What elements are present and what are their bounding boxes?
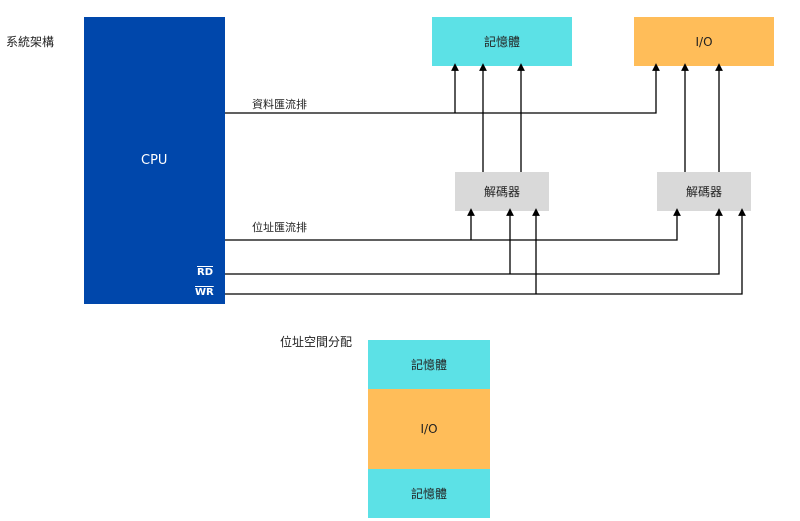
memory-decoder-label: 解碼器 (483, 185, 520, 199)
cpu-label: CPU (141, 153, 168, 168)
rd-line (225, 208, 723, 275)
wr-line (225, 208, 746, 295)
address-map-io: I/O (368, 389, 490, 469)
io-decoder-label: 解碼器 (685, 185, 722, 199)
data-bus-label: 資料匯流排 (252, 98, 307, 111)
cpu-block: CPU RD WR (84, 17, 225, 304)
address-bus-line (225, 208, 681, 241)
memory-block: 記憶體 (432, 17, 572, 66)
wr-signal-label: WR (195, 287, 214, 298)
memory-decoder: 解碼器 (455, 172, 549, 211)
address-map-memory-lower-label: 記憶體 (410, 487, 447, 501)
io-block: I/O (634, 17, 774, 66)
io-label: I/O (695, 34, 713, 49)
data-bus-line (225, 63, 660, 114)
address-map-memory-lower: 記憶體 (368, 469, 490, 518)
memory-label: 記憶體 (483, 35, 520, 49)
rd-signal-label: RD (197, 267, 214, 278)
address-bus-label: 位址匯流排 (252, 221, 307, 234)
address-map-title: 位址空間分配 (280, 335, 353, 349)
address-map-memory-upper-label: 記憶體 (410, 358, 447, 372)
diagram-title: 系統架構 (6, 35, 55, 49)
address-map-io-label: I/O (420, 422, 438, 436)
io-decoder: 解碼器 (657, 172, 751, 211)
address-map-memory-upper: 記憶體 (368, 340, 490, 389)
